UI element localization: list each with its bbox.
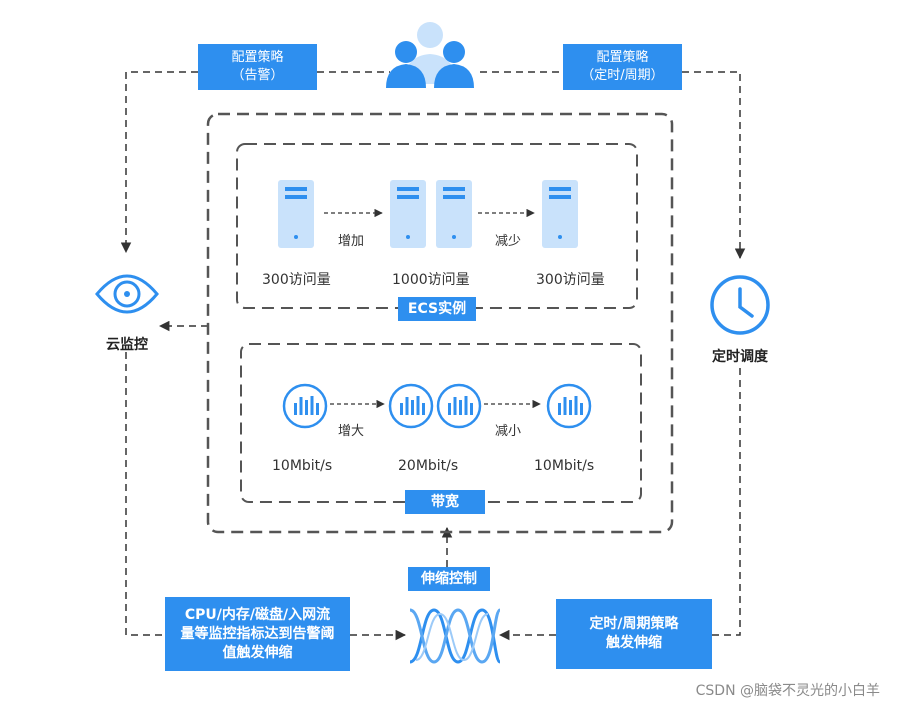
schedule-trigger-line2: 触发伸缩 (606, 635, 662, 651)
users-icon (386, 22, 474, 88)
outer-flow-lines (120, 71, 746, 641)
wave-icon (409, 608, 502, 664)
ecs-decrease-label: 减少 (495, 234, 522, 249)
scaling-control-box: 伸缩控制 (408, 567, 490, 591)
bandwidth-icon (546, 383, 592, 429)
bandwidth-value-2: 20Mbit/s (398, 458, 459, 474)
ecs-value-3: 300访问量 (536, 272, 605, 288)
alarm-policy-line2: （告警） (231, 68, 284, 83)
bandwidth-decrease-label: 减小 (495, 424, 522, 439)
bandwidth-increase-label: 增大 (338, 424, 365, 439)
schedule-policy-box: 配置策略 （定时/周期） (563, 44, 682, 90)
ecs-value-2: 1000访问量 (392, 272, 470, 288)
bandwidth-icon (282, 383, 328, 429)
server-icon (278, 180, 314, 248)
eye-icon (95, 274, 159, 314)
server-icon (436, 180, 472, 248)
bandwidth-icon (388, 383, 434, 429)
watermark: CSDN @脑袋不灵光的小白羊 (695, 683, 880, 699)
bandwidth-value-1: 10Mbit/s (272, 458, 333, 474)
schedule-trigger-line1: 定时/周期策略 (589, 616, 679, 632)
schedule-policy-line2: （定时/周期） (581, 68, 664, 83)
scheduler-label: 定时调度 (712, 349, 768, 365)
server-icon (542, 180, 578, 248)
ecs-title: ECS实例 (407, 300, 467, 317)
bandwidth-title: 带宽 (431, 493, 459, 510)
metric-trigger-line3: 值触发伸缩 (222, 644, 293, 661)
schedule-policy-line1: 配置策略 (596, 50, 649, 65)
metric-trigger-box: CPU/内存/磁盘/入网流 量等监控指标达到告警阈 值触发伸缩 (165, 597, 350, 671)
bandwidth-value-3: 10Mbit/s (534, 458, 595, 474)
clock-icon (710, 275, 770, 335)
ecs-title-badge: ECS实例 (398, 297, 476, 321)
alarm-policy-box: 配置策略 （告警） (198, 44, 317, 90)
ecs-increase-label: 增加 (338, 234, 365, 249)
bandwidth-title-badge: 带宽 (405, 490, 485, 514)
server-icon (390, 180, 426, 248)
bandwidth-icon (436, 383, 482, 429)
metric-trigger-line1: CPU/内存/磁盘/入网流 (184, 606, 331, 623)
ecs-value-1: 300访问量 (262, 272, 331, 288)
scaling-control-label: 伸缩控制 (421, 570, 477, 587)
cloud-monitor-label: 云监控 (106, 337, 148, 353)
alarm-policy-line1: 配置策略 (231, 50, 284, 65)
schedule-trigger-box: 定时/周期策略 触发伸缩 (556, 599, 712, 669)
resource-pool-frame (206, 112, 674, 534)
metric-trigger-line2: 量等监控指标达到告警阈 (180, 625, 335, 642)
